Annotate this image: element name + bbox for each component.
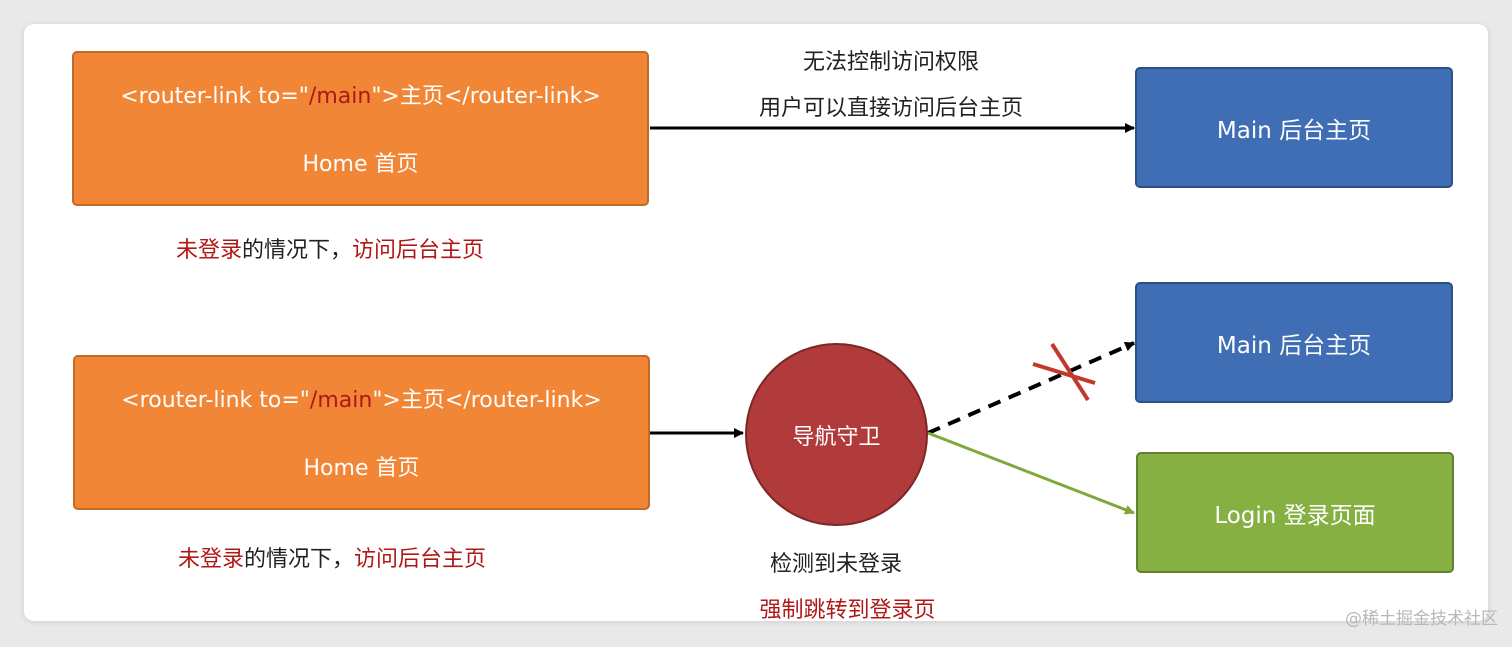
main-box-bottom: Main 后台主页 (1135, 282, 1453, 403)
navigation-guard-node: 导航守卫 (745, 343, 928, 526)
bottom-caption: 未登录的情况下，访问后台主页 (178, 547, 487, 572)
home-title: Home 首页 (302, 151, 419, 177)
arrow-label-line1: 无法控制访问权限 (802, 50, 979, 75)
home-box-bottom: <router-link to="/main">主页</router-link>… (73, 355, 650, 510)
watermark: @稀土掘金技术社区 (1345, 609, 1498, 629)
login-box: Login 登录页面 (1136, 452, 1454, 573)
router-link-code: <router-link to="/main">主页</router-link> (120, 83, 601, 109)
arrow-label-line2: 用户可以直接访问后台主页 (758, 96, 1023, 121)
top-caption: 未登录的情况下，访问后台主页 (176, 238, 485, 263)
guard-label-line1: 检测到未登录 (769, 552, 902, 577)
home-title: Home 首页 (303, 455, 420, 481)
router-link-code: <router-link to="/main">主页</router-link> (121, 387, 602, 413)
guard-label-line2: 强制跳转到登录页 (759, 598, 936, 623)
blocked-main-arrow (927, 341, 1135, 435)
home-box-top: <router-link to="/main">主页</router-link>… (72, 51, 649, 206)
main-box-top: Main 后台主页 (1135, 67, 1453, 188)
blocked-cross-icon (1032, 342, 1096, 402)
redirect-login-arrow (927, 431, 1135, 515)
